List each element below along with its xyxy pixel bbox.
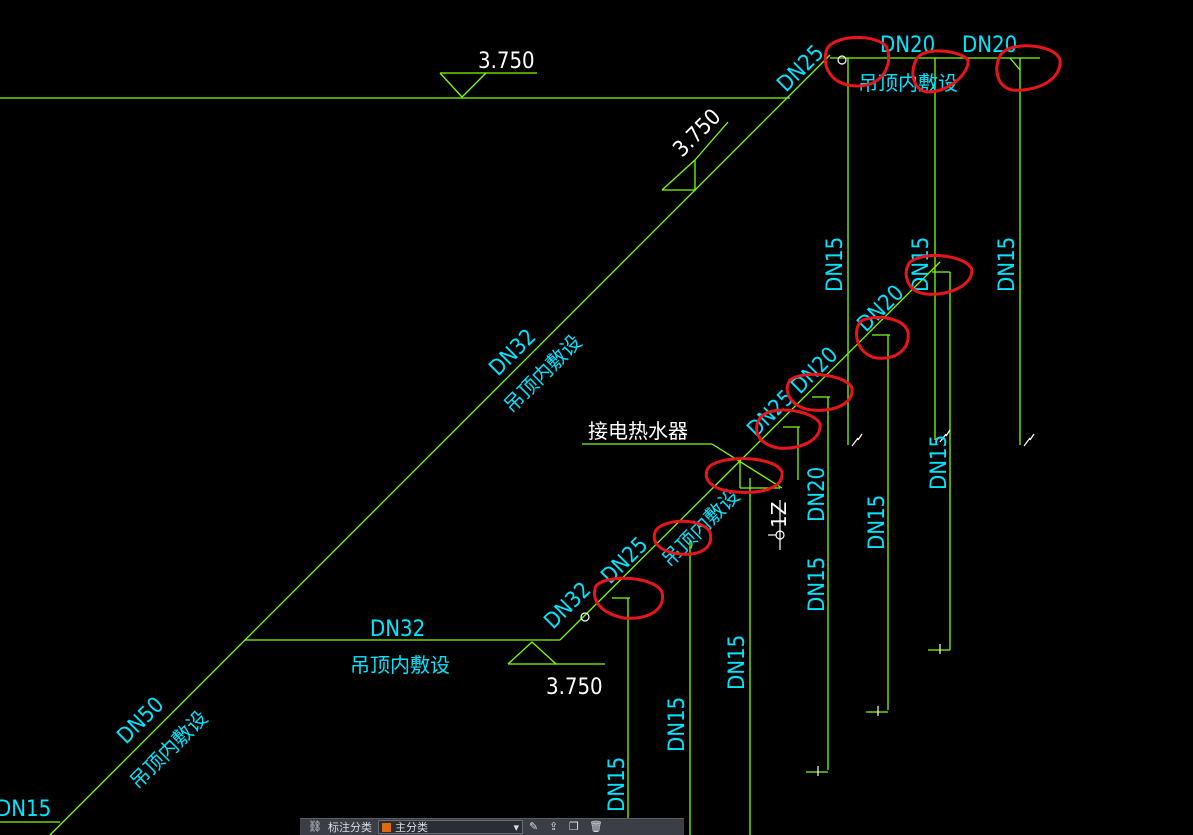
markup-circle-2 (911, 49, 970, 94)
label-dn15-v9: DN15 (605, 757, 630, 812)
annotation-category-value: 主分类 (395, 821, 428, 834)
label-dn15-v5: DN15 (865, 495, 890, 550)
pipe-labels: DN15 DN50 DN32 DN32 DN32 DN25 DN25 DN20 … (0, 33, 1020, 822)
markup-circle-3 (995, 44, 1062, 92)
label-dn20-vert: DN20 (805, 467, 830, 522)
label-dn15-v2: DN15 (909, 237, 934, 292)
markup-circle-1 (823, 35, 891, 88)
markup-circle-9 (652, 519, 713, 556)
markup-circle-10 (593, 576, 664, 620)
riser-tag: 1Z (767, 502, 791, 528)
label-dn20-diag-b: DN20 (853, 281, 910, 338)
markup-circle-8 (704, 457, 784, 494)
fixture-note: 接电热水器 (588, 419, 688, 443)
elevation-bottom: 3.750 (546, 675, 603, 700)
elevation-labels: 3.750 3.750 3.750 (478, 49, 726, 700)
elevation-markers (439, 72, 729, 665)
elevation-triangle-bottom (507, 641, 558, 665)
label-dn32-horiz: DN32 (370, 617, 425, 642)
tap-valve-2 (939, 429, 951, 443)
note-ceiling-3: 吊顶内敷设 (350, 653, 450, 677)
elevation-leader-diag (694, 121, 729, 161)
label-dn20-top-b: DN20 (962, 33, 1017, 58)
label-dn25-top: DN25 (773, 41, 830, 98)
dn50-riser-diagonal (49, 54, 831, 835)
category-color-swatch (382, 822, 391, 832)
label-dn20-diag-a: DN20 (787, 343, 844, 400)
stub-6 (1009, 57, 1021, 71)
label-dn15-v8: DN15 (665, 697, 690, 752)
install-notes: 吊顶内敷设 吊顶内敷设 吊顶内敷设 吊顶内敷设 吊顶内敷设 (125, 71, 958, 794)
chevron-down-icon: ▾ (513, 820, 519, 834)
tap-valve-3 (1023, 433, 1035, 447)
markup-circle-5 (855, 315, 910, 360)
label-dn32-node: DN32 (540, 578, 597, 635)
label-dn15-v1: DN15 (823, 237, 848, 292)
markup-circle-6 (785, 373, 854, 412)
label-dn15-v4: DN15 (927, 435, 952, 490)
edit-icon[interactable]: ✎ (529, 820, 539, 833)
tap-valve-1 (851, 433, 863, 447)
markup-circle-4 (904, 254, 974, 296)
share-icon[interactable]: ⇪ (549, 820, 559, 833)
label-dn25-mid: DN25 (743, 386, 800, 443)
note-ceiling-4: 吊顶内敷设 (657, 484, 745, 572)
riser-node-top (837, 55, 847, 65)
label-dn15-v3: DN15 (995, 237, 1020, 292)
riser-node-bottom (580, 612, 590, 622)
label-dn15-left: DN15 (0, 797, 51, 822)
markup-circle-7 (755, 408, 822, 450)
copy-icon[interactable]: ❐ (569, 820, 579, 833)
review-markups (593, 35, 1062, 620)
label-dn15-v7: DN15 (725, 635, 750, 690)
annotation-category-label: 标注分类 (328, 821, 372, 834)
elevation-triangle-diag (661, 158, 696, 191)
elevation-triangle-top-shape (439, 72, 487, 98)
heater-leader-2 (711, 443, 783, 489)
link-icon[interactable]: ⛓ (308, 820, 322, 833)
fittings (580, 55, 1035, 776)
label-dn15-v6: DN15 (805, 557, 830, 612)
annotation-toolbar: ⛓ 标注分类 主分类 ▾ ✎ ⇪ ❐ 🗑 (300, 818, 684, 835)
elevation-top: 3.750 (478, 49, 535, 74)
delete-icon[interactable]: 🗑 (589, 820, 603, 833)
annotation-category-select[interactable]: 主分类 ▾ (378, 820, 523, 834)
